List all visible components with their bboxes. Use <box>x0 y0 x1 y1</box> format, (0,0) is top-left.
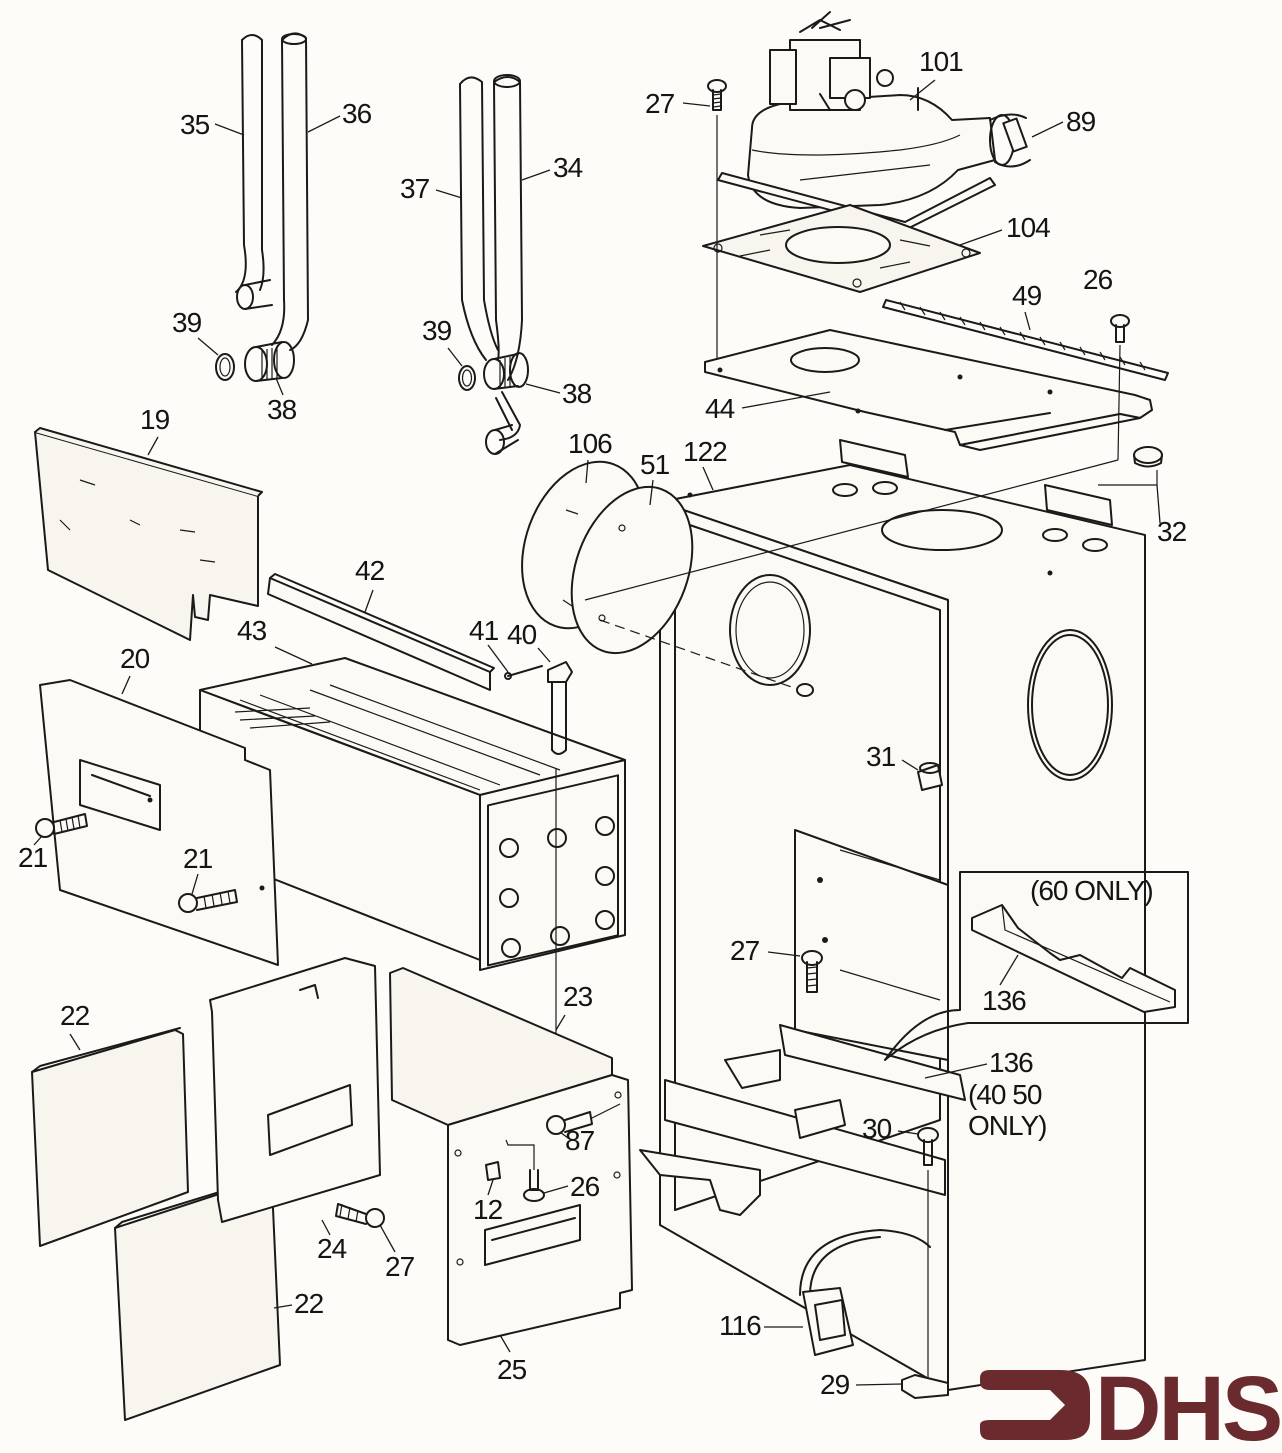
label-40: 40 <box>507 619 537 650</box>
insulation-board-22-back <box>31 1027 189 1247</box>
label-38-middle: 38 <box>562 378 592 409</box>
label-89: 89 <box>1066 106 1096 137</box>
inset-box-60-only <box>884 871 1189 1061</box>
label-12: 12 <box>473 1194 503 1225</box>
label-42: 42 <box>355 555 385 586</box>
flue-plate-51 <box>570 485 694 655</box>
label-22-front: 22 <box>294 1288 324 1319</box>
label-23: 23 <box>563 981 593 1012</box>
fan-assembly-101 <box>747 11 1031 209</box>
inset-title-60-only: (60 ONLY) <box>1030 875 1153 906</box>
label-21-right: 21 <box>183 843 213 874</box>
label-38-left: 38 <box>267 394 297 425</box>
insulation-panel-19 <box>34 427 263 641</box>
washer-39-middle <box>458 365 476 391</box>
screw-87 <box>546 1103 621 1135</box>
screw-30 <box>917 1127 939 1380</box>
label-25: 25 <box>497 1354 527 1385</box>
rope-seal-49 <box>882 299 1169 381</box>
label-31: 31 <box>866 741 896 772</box>
screw-27-mid <box>801 950 823 993</box>
label-43: 43 <box>237 615 267 646</box>
label-136-variant: 136 <box>989 1047 1033 1078</box>
label-51: 51 <box>640 449 670 480</box>
label-41: 41 <box>469 615 499 646</box>
screw-27-top <box>707 79 727 365</box>
label-36: 36 <box>342 98 372 129</box>
clip-12 <box>485 1161 501 1181</box>
label-49: 49 <box>1012 280 1042 311</box>
insulation-board-22-front <box>114 1177 281 1421</box>
variant-note-line2: ONLY) <box>968 1110 1047 1141</box>
screw-26-lower <box>505 1139 545 1202</box>
label-39-left: 39 <box>172 307 202 338</box>
label-27-mid: 27 <box>730 935 760 966</box>
label-136-inset: 136 <box>982 985 1026 1016</box>
label-39-middle: 39 <box>422 315 452 346</box>
label-27-top: 27 <box>645 88 675 119</box>
baffle-42 <box>267 573 495 691</box>
label-34: 34 <box>553 152 583 183</box>
heat-exchanger-43 <box>199 657 626 971</box>
fan-gasket-104 <box>702 204 981 293</box>
foot-29 <box>901 1374 949 1399</box>
label-26-top: 26 <box>1083 264 1113 295</box>
label-87: 87 <box>565 1125 595 1156</box>
flow-pipe-pair-left <box>235 32 309 351</box>
flow-pipe-pair-middle <box>459 74 523 455</box>
label-27-lower-left: 27 <box>385 1251 415 1282</box>
label-30: 30 <box>862 1113 892 1144</box>
label-26-lower: 26 <box>570 1171 600 1202</box>
screw-26-top <box>1110 314 1130 461</box>
grommet-32 <box>1098 446 1163 486</box>
label-104: 104 <box>1006 212 1050 243</box>
split-pin-41 <box>504 665 543 680</box>
part-labels: 35 36 39 38 37 34 39 38 27 101 89 104 49… <box>18 46 1188 1400</box>
label-101: 101 <box>919 46 963 77</box>
label-44: 44 <box>705 393 735 424</box>
logo-text: DHS <box>1095 1358 1280 1453</box>
screw-27-lower-left <box>335 1203 385 1228</box>
front-panel-25 <box>447 1074 633 1346</box>
label-21-left: 21 <box>18 842 48 873</box>
internal-brackets <box>639 829 966 1216</box>
rear-panel-24 <box>209 957 381 1223</box>
nut <box>796 683 814 697</box>
label-116: 116 <box>719 1310 761 1341</box>
variant-note-line1: (40 50 <box>968 1079 1042 1110</box>
label-32: 32 <box>1157 516 1187 547</box>
label-24: 24 <box>317 1233 347 1264</box>
screw-21-right <box>178 889 238 913</box>
logo-arrow-icon <box>980 1370 1090 1440</box>
label-22-back: 22 <box>60 1000 90 1031</box>
clip-31 <box>917 762 943 791</box>
dhs-logo: DHS <box>980 1358 1282 1453</box>
washer-39-left <box>215 353 235 381</box>
screw-21-left <box>35 813 88 838</box>
label-29: 29 <box>820 1369 850 1400</box>
label-19: 19 <box>140 404 170 435</box>
pipe-nut-38-middle <box>483 352 529 390</box>
label-122: 122 <box>683 436 727 467</box>
cable-clip-116 <box>799 1229 931 1356</box>
flue-hood-44 <box>704 329 1153 451</box>
label-37: 37 <box>400 173 430 204</box>
cleaning-plate-bolts <box>499 816 615 958</box>
pipe-nut-38-left <box>244 341 295 382</box>
label-35: 35 <box>180 109 210 140</box>
label-20: 20 <box>120 643 150 674</box>
label-106: 106 <box>568 428 612 459</box>
